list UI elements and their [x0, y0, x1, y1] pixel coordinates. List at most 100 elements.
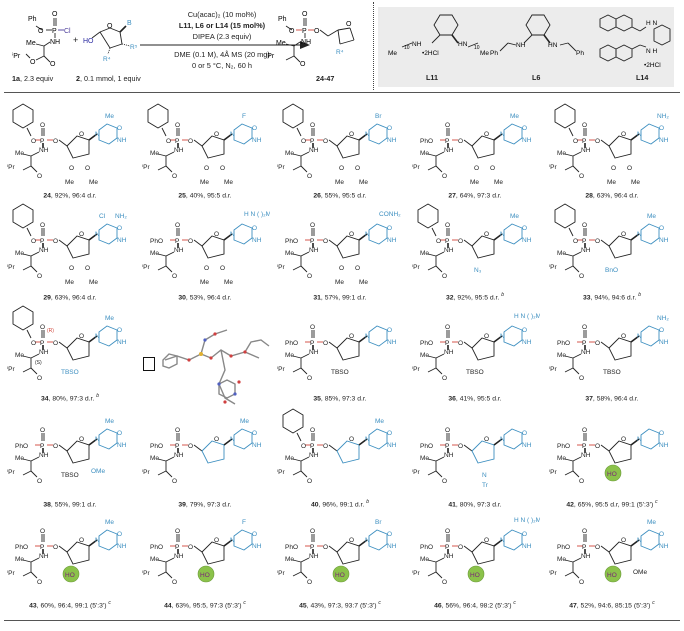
p-label: P [40, 238, 44, 245]
product-o5-label: O [314, 28, 320, 35]
oxo-label: O [445, 122, 450, 129]
amine-label: NH₂ [115, 213, 127, 220]
aryloxy-label: PhO [420, 443, 433, 450]
compound-yield-dr: 63%, 96:4 d.r. [596, 192, 639, 200]
compound-yield-dr: 56%, 96:4, 98:2 (5':3') [445, 602, 512, 610]
carbonyl-o-label: O [579, 273, 584, 280]
base-n-label: N [500, 333, 505, 340]
base-o-label: O [522, 225, 527, 232]
acetonide-o-label: O [355, 265, 360, 272]
acetonide-me-label: Me [200, 179, 209, 186]
l11-n10-left: 10 [404, 45, 410, 51]
caption-separator: , [318, 501, 323, 509]
ring-o-label: O [79, 436, 84, 443]
product-ring-o-label: O [346, 21, 352, 28]
nh-label: NH [309, 553, 319, 560]
p-label: P [582, 340, 586, 347]
caption-separator: , [306, 602, 311, 610]
ipr-label: ⁱPr [142, 163, 150, 171]
p-label: P [445, 544, 449, 551]
l6-ph-right: Ph [576, 50, 584, 57]
aryloxy-label: O [31, 138, 36, 145]
nh-label: NH [581, 452, 591, 459]
carboxamide-label: CONH₂ [379, 211, 401, 218]
caption-separator: , [455, 501, 460, 509]
caption-separator: , [576, 602, 581, 610]
hydroxyl-label: HO [335, 572, 345, 579]
compound-id: 33 [583, 294, 591, 302]
hydroxyl-highlight [467, 565, 485, 583]
c5-substituent-label: Br [375, 519, 382, 526]
aryloxy-label: PhO [285, 340, 298, 347]
carbonyl-o-label: O [172, 173, 177, 180]
compound-id: 44 [164, 602, 172, 610]
ring-o-label: O [214, 537, 219, 544]
base-nh-label: NH [659, 442, 669, 449]
ipr-label: ⁱPr [7, 468, 15, 476]
aryloxy-label: O [573, 238, 578, 245]
compound-id: 25 [178, 192, 186, 200]
compound-yield-dr: 52%, 94:6, 85:15 (5':3') [580, 602, 651, 610]
nh-label: NH [581, 147, 591, 154]
me-label: Me [420, 455, 429, 462]
compound-caption: 31, 57%, 99:1 d.r. [313, 292, 366, 301]
o5-label: O [188, 138, 193, 145]
base-n-label: N [95, 231, 100, 238]
acyl-chain-label: H N ( )₂Me [514, 313, 540, 320]
product-general-structure: Ph O O P O O Me NH ⁱPr O R⁴ [266, 11, 355, 68]
footnote-marker: c [513, 600, 516, 606]
acetonide-me-label: Me [224, 179, 233, 186]
caption-separator: , [320, 294, 325, 302]
acetonide-o-label: O [355, 165, 360, 172]
me-label: Me [150, 150, 159, 157]
caption-separator: , [171, 602, 176, 610]
nh-label: NH [174, 553, 184, 560]
product-range-label: 24-47 [316, 74, 335, 83]
aryloxy-label: PhO [420, 544, 433, 551]
p-label: P [175, 238, 179, 245]
me-label: Me [150, 556, 159, 563]
caption-separator: , [185, 501, 190, 509]
ipr-label: ⁱPr [277, 163, 285, 171]
carbonyl-o-label: O [442, 579, 447, 586]
carbonyl-o-label: O [37, 273, 42, 280]
ligand-structures: Me NH HN Me 10 10 •2HCl Ph NH HN Ph H N … [388, 14, 671, 69]
base-n-label: N [95, 436, 100, 443]
footnote-marker: c [652, 600, 655, 606]
hydroxyl-label: HO [607, 471, 617, 478]
me-label: Me [420, 556, 429, 563]
compound-id: 46 [434, 602, 442, 610]
oxo-label: O [445, 324, 450, 331]
ipr-label: ⁱPr [7, 569, 15, 577]
product-nh-label: NH [301, 39, 311, 46]
compound-caption: 36, 41%, 95:5 d.r. [448, 393, 501, 402]
compound-id: 42 [566, 501, 574, 509]
hydroxyl-highlight [197, 565, 215, 583]
base-n-label: N [365, 436, 370, 443]
ligand-text: L11, L6 or L14 (15 mol%) [178, 21, 266, 30]
carbonyl-o-label: O [579, 173, 584, 180]
base-o-label: O [522, 125, 527, 132]
compound-caption: 26, 55%, 95:5 d.r. [313, 190, 366, 199]
nh-label: NH [444, 452, 454, 459]
compound-caption: 46, 56%, 96:4, 98:2 (5':3') c [434, 600, 516, 609]
ring-o-label: O [349, 537, 354, 544]
reaction-arrow [140, 41, 310, 49]
acetonide-me-label: Me [607, 179, 616, 186]
conditions-above: Cu(acac)₂ (10 mol%) L11, L6 or L14 (15 m… [137, 9, 307, 42]
product-r4-label: R⁴ [336, 49, 344, 56]
c5-substituent-label: Me [105, 315, 114, 322]
acetonide-o-label: O [220, 165, 225, 172]
base-n-label: N [95, 333, 100, 340]
c5-substituent-label: Me [510, 113, 519, 120]
compound-id: 45 [299, 602, 307, 610]
aryloxy-label: PhO [15, 443, 28, 450]
ipr-label: ⁱPr [412, 468, 420, 476]
acetonide-o-label: O [69, 165, 74, 172]
compound-id: 27 [448, 192, 456, 200]
ipr-label: ⁱPr [142, 569, 150, 577]
